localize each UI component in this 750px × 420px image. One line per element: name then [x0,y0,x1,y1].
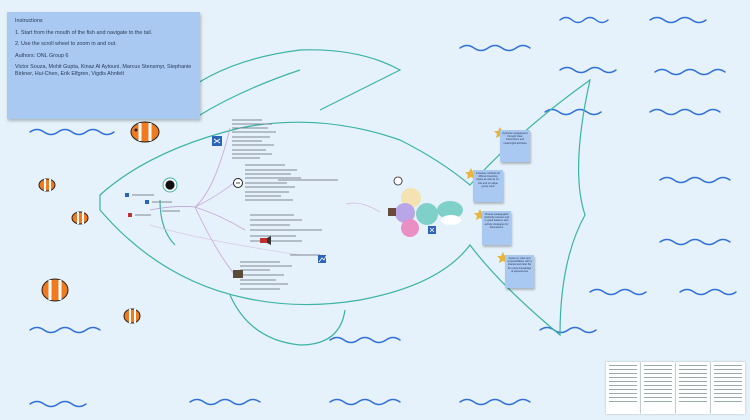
chart-icon [318,255,327,263]
sticky-note-text: Choose pedagogical methods relevant and … [484,213,509,229]
document-thumbnail[interactable] [711,362,745,414]
authors-list: Victor Souza, Mohit Gupta, Kinaz Al Ayto… [15,64,192,77]
document-thumbnail[interactable] [641,362,675,414]
sticky-note-text: Agree on roles and responsibilities with… [507,257,532,273]
fish-eye [162,177,178,193]
instructions-title: Instructions [15,18,43,24]
instructions-step-1: 1. Start from the mouth of the fish and … [15,29,153,36]
clownfish-icon [38,121,160,324]
shuffle-icon [212,136,222,146]
instructions-step-2: 2. Use the scroll wheel to zoom in and o… [15,41,117,48]
sticky-note-text: Optimise engagement through clear instru… [502,132,528,145]
fish-outline [99,49,591,346]
waves [29,16,737,408]
document-thumbnail[interactable] [676,362,710,414]
mindmap-text-lines [232,119,338,290]
sticky-note[interactable]: Choose pedagogical methods relevant and … [482,211,511,245]
chat-icon [233,178,243,188]
group-icon [233,270,243,278]
document-thumbnail[interactable] [606,362,640,414]
mouth-labels [125,193,180,217]
central-concept-cluster [345,176,463,237]
sticky-note-text: Inclusive methods for different learning… [475,172,501,188]
authors-label: Authors: ONL Group 6 [15,52,69,59]
sticky-note[interactable]: Agree on roles and responsibilities with… [505,255,534,288]
sticky-note[interactable]: Inclusive methods for different learning… [473,170,503,202]
instructions-sticky-note[interactable]: Instructions 1. Start from the mouth of … [7,12,200,119]
sticky-note[interactable]: Optimise engagement through clear instru… [500,130,530,162]
megaphone-icon [260,236,271,245]
